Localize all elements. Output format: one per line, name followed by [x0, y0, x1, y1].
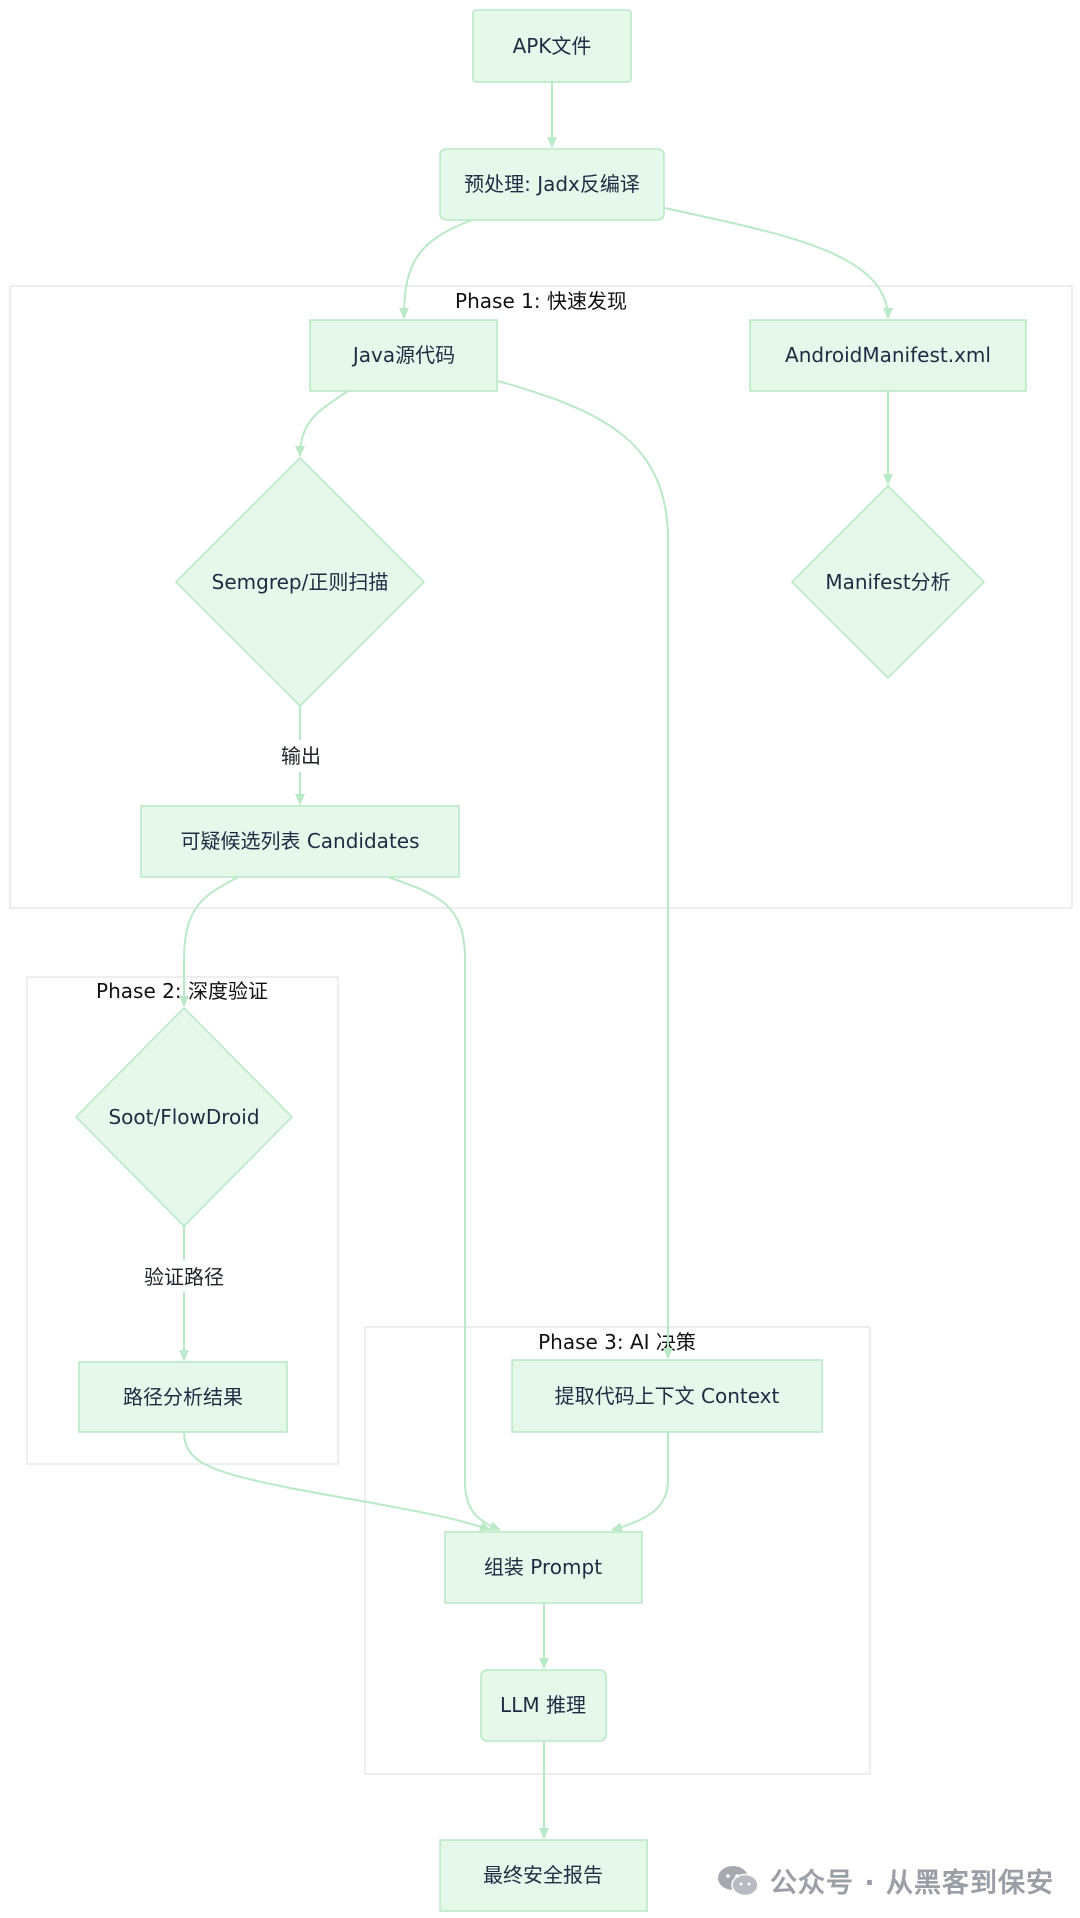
cluster-phase-1: Phase 1: 快速发现 [9, 285, 1073, 909]
edge-candidates-to-prompt [387, 876, 501, 1531]
node-preprocess-jadx: 预处理: Jadx反编译 [439, 148, 665, 221]
edge-candidates-to-soot [179, 876, 239, 1007]
node-apk-file-label: APK文件 [513, 34, 592, 58]
edge-label-output-text: 输出 [281, 744, 321, 768]
node-suspicious-candidates: 可疑候选列表 Candidates [140, 805, 460, 878]
node-semgrep-regex-scan: Semgrep/正则扫描 [174, 456, 426, 708]
edge-label-verify-path-text: 验证路径 [144, 1265, 224, 1289]
edge-label-verify-path: 验证路径 [136, 1260, 232, 1292]
node-soot-flowdroid: Soot/FlowDroid [74, 1006, 294, 1228]
node-semgrep-regex-scan-label: Semgrep/正则扫描 [212, 570, 389, 594]
node-manifest-analysis: Manifest分析 [790, 484, 986, 680]
node-manifest-analysis-label: Manifest分析 [825, 570, 950, 594]
edge-context-to-prompt [611, 1432, 669, 1532]
cluster-phase-2: Phase 2: 深度验证 [26, 976, 339, 1465]
watermark-text: 公众号 · 从黑客到保安 [769, 1868, 1054, 1899]
edge-preprocess-to-java-source [399, 219, 473, 319]
node-android-manifest-xml: AndroidManifest.xml [749, 319, 1027, 392]
node-path-analysis-result-label: 路径分析结果 [123, 1385, 243, 1409]
node-android-manifest-xml-label: AndroidManifest.xml [785, 343, 991, 367]
node-llm-inference-label: LLM 推理 [500, 1693, 586, 1717]
node-preprocess-jadx-label: 预处理: Jadx反编译 [464, 172, 640, 196]
edge-preprocess-to-manifest-xml [664, 207, 893, 319]
node-llm-inference: LLM 推理 [480, 1669, 607, 1742]
node-apk-file: APK文件 [472, 9, 632, 83]
node-extract-code-context: 提取代码上下文 Context [511, 1359, 823, 1433]
edge-java-source-to-context [497, 380, 673, 1359]
node-assemble-prompt: 组装 Prompt [444, 1531, 643, 1604]
edge-java-source-to-semgrep [295, 390, 349, 457]
node-extract-code-context-label: 提取代码上下文 Context [555, 1384, 780, 1408]
wechat-icon [717, 1865, 759, 1896]
watermark: 公众号 · 从黑客到保安 [716, 1861, 1054, 1900]
edge-path-result-to-prompt [183, 1431, 491, 1532]
edges [179, 82, 893, 1839]
edge-label-output: 输出 [272, 740, 330, 772]
node-final-security-report: 最终安全报告 [439, 1839, 648, 1912]
node-java-source-label: Java源代码 [351, 343, 455, 367]
node-path-analysis-result: 路径分析结果 [78, 1361, 288, 1433]
node-java-source: Java源代码 [309, 319, 498, 392]
node-final-security-report-label: 最终安全报告 [483, 1863, 603, 1887]
node-soot-flowdroid-label: Soot/FlowDroid [108, 1105, 259, 1129]
node-assemble-prompt-label: 组装 Prompt [484, 1555, 602, 1579]
cluster-title-phase-2: Phase 2: 深度验证 [96, 979, 268, 1003]
node-suspicious-candidates-label: 可疑候选列表 Candidates [180, 829, 419, 853]
cluster-title-phase-3: Phase 3: AI 决策 [538, 1330, 696, 1354]
cluster-title-phase-1: Phase 1: 快速发现 [455, 289, 627, 313]
